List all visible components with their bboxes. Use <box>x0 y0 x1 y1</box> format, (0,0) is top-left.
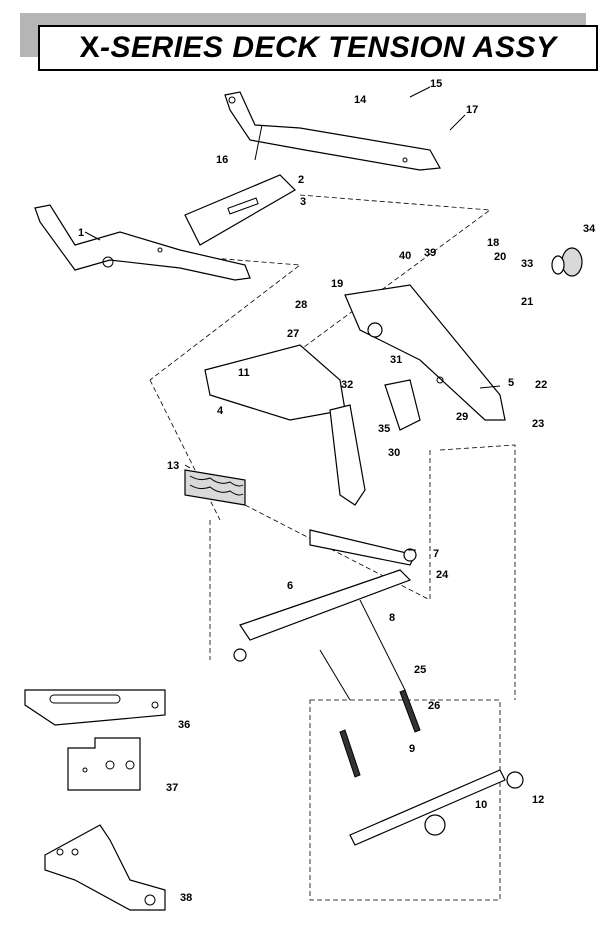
callout-9: 9 <box>409 743 415 755</box>
callout-22: 22 <box>535 379 547 391</box>
callout-26: 26 <box>428 700 440 712</box>
callout-14: 14 <box>354 94 367 106</box>
title-prefix: X <box>79 31 101 64</box>
callout-10: 10 <box>475 799 487 811</box>
title-box: X-SERIES DECK TENSION ASSY <box>38 25 598 71</box>
title-main: -SERIES DECK TENSION ASSY <box>100 31 557 64</box>
callout-16: 16 <box>216 154 228 166</box>
callout-19: 19 <box>331 278 343 290</box>
callout-38: 38 <box>180 892 192 904</box>
leader-lines <box>84 86 501 551</box>
callout-2: 2 <box>298 174 304 186</box>
callout-13: 13 <box>167 460 179 472</box>
bracket-part-3 <box>184 174 296 246</box>
callout-30: 30 <box>388 447 400 459</box>
part-callouts: 1 2 3 4 5 6 7 8 9 10 11 12 13 14 15 16 1… <box>78 78 596 904</box>
shaft-part-10 <box>349 769 524 846</box>
callout-20: 20 <box>494 251 506 263</box>
callout-8: 8 <box>389 612 395 624</box>
page-title: X-SERIES DECK TENSION ASSY <box>80 31 557 65</box>
spring-part-26 <box>339 689 421 778</box>
callout-36: 36 <box>178 719 190 731</box>
mounting-plate-assembly <box>204 284 506 506</box>
callout-17: 17 <box>466 104 478 116</box>
pulley-part-34 <box>551 247 583 277</box>
callout-31: 31 <box>390 354 402 366</box>
callout-27: 27 <box>287 328 299 340</box>
callout-15: 15 <box>430 78 442 90</box>
callout-25: 25 <box>414 664 426 676</box>
callout-11: 11 <box>238 367 250 379</box>
callout-21: 21 <box>521 296 533 308</box>
callout-28: 28 <box>295 299 307 311</box>
cross-bar-part-6 <box>233 529 417 662</box>
lower-arm-part-1 <box>34 204 251 281</box>
plate-part-36 <box>24 689 166 726</box>
callout-37: 37 <box>166 782 178 794</box>
callout-12: 12 <box>532 794 544 806</box>
upper-arm-part-2 <box>224 91 441 171</box>
callout-6: 6 <box>287 580 293 592</box>
callout-33: 33 <box>521 258 533 270</box>
plate-part-37 <box>67 737 141 791</box>
pad-part-13 <box>184 469 246 506</box>
callout-1: 1 <box>78 227 84 239</box>
callout-29: 29 <box>456 411 468 423</box>
callout-35: 35 <box>378 423 390 435</box>
callout-7: 7 <box>433 548 439 560</box>
rod-part-8 <box>319 599 406 701</box>
plate-part-38 <box>44 824 166 911</box>
callout-5: 5 <box>508 377 514 389</box>
callout-4: 4 <box>217 405 224 417</box>
callout-34: 34 <box>583 223 596 235</box>
callout-23: 23 <box>532 418 544 430</box>
callout-18: 18 <box>487 237 499 249</box>
callout-39: 39 <box>424 247 436 259</box>
callout-3: 3 <box>300 196 306 208</box>
callout-40: 40 <box>399 250 411 262</box>
callout-24: 24 <box>436 569 449 581</box>
callout-32: 32 <box>341 379 353 391</box>
